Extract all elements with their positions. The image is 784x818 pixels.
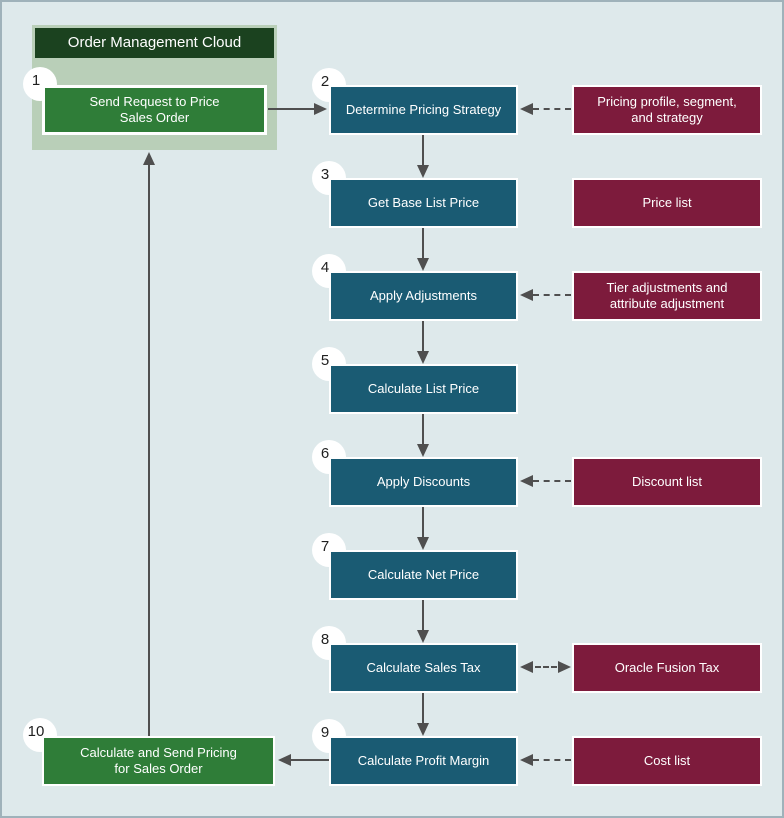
- source-box-tier-attribute-adjustments[interactable]: Tier adjustments and attribute adjustmen…: [572, 271, 762, 321]
- step-number-label: 2: [320, 72, 330, 90]
- step-box-calculate-and-send-pricing[interactable]: Calculate and Send Pricing for Sales Ord…: [42, 736, 275, 786]
- step-box-send-request-to-price-sales-order[interactable]: Send Request to Price Sales Order: [42, 85, 267, 135]
- source-box-price-list[interactable]: Price list: [572, 178, 762, 228]
- step-box-apply-adjustments[interactable]: Apply Adjustments: [329, 271, 518, 321]
- step-number-10: 10: [23, 718, 57, 752]
- source-box-pricing-profile-segment-strategy[interactable]: Pricing profile, segment, and strategy: [572, 85, 762, 135]
- step-box-calculate-list-price[interactable]: Calculate List Price: [329, 364, 518, 414]
- step-box-calculate-net-price[interactable]: Calculate Net Price: [329, 550, 518, 600]
- step-number-label: 5: [320, 351, 330, 369]
- step-number-label: 7: [320, 537, 330, 555]
- step-box-calculate-profit-margin[interactable]: Calculate Profit Margin: [329, 736, 518, 786]
- step-number-label: 3: [320, 165, 330, 183]
- step-box-get-base-list-price[interactable]: Get Base List Price: [329, 178, 518, 228]
- step-box-calculate-sales-tax[interactable]: Calculate Sales Tax: [329, 643, 518, 693]
- source-box-discount-list[interactable]: Discount list: [572, 457, 762, 507]
- step-number-label: 10: [27, 722, 45, 740]
- order-management-cloud-title: Order Management Cloud: [35, 28, 274, 58]
- step-box-determine-pricing-strategy[interactable]: Determine Pricing Strategy: [329, 85, 518, 135]
- step-number-label: 4: [320, 258, 330, 276]
- step-number-label: 6: [320, 444, 330, 462]
- source-box-cost-list[interactable]: Cost list: [572, 736, 762, 786]
- step-number-label: 9: [320, 723, 330, 741]
- source-box-oracle-fusion-tax[interactable]: Oracle Fusion Tax: [572, 643, 762, 693]
- step-box-apply-discounts[interactable]: Apply Discounts: [329, 457, 518, 507]
- step-number-label: 1: [31, 71, 41, 89]
- step-number-label: 8: [320, 630, 330, 648]
